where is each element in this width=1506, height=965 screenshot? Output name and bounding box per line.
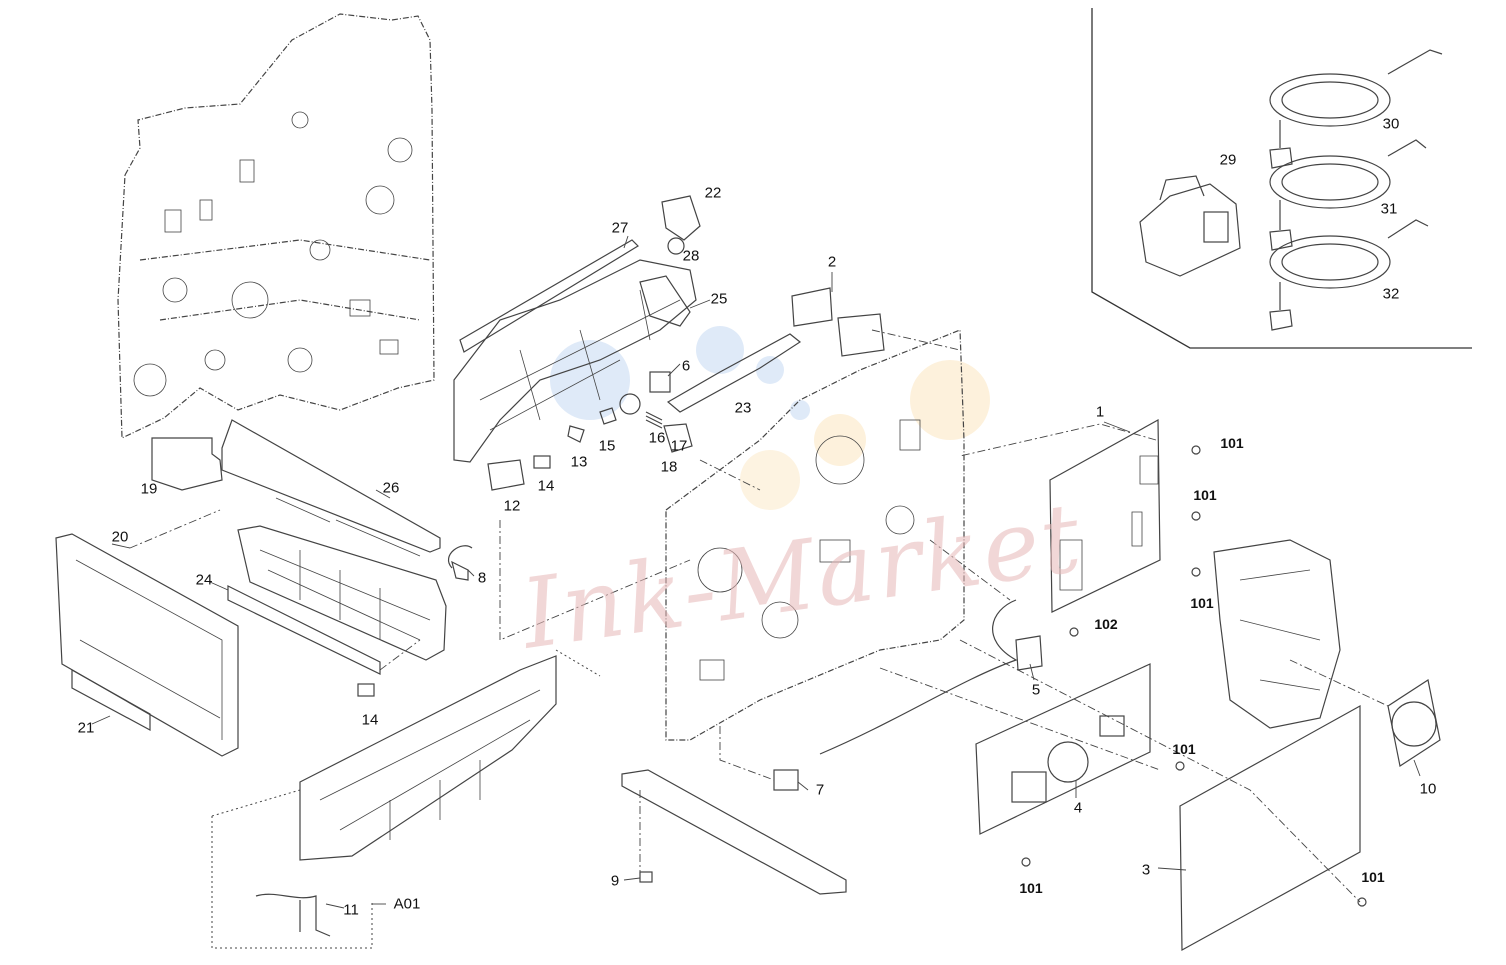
part-25 — [639, 275, 691, 327]
part-label-18: 18 — [660, 458, 678, 476]
part-label-28: 28 — [682, 247, 700, 265]
part-12 — [487, 459, 525, 491]
part-label-13: 13 — [570, 453, 588, 471]
accessory-box — [1091, 8, 1472, 349]
main-frame-detail — [697, 419, 921, 681]
part-label-15: 15 — [598, 437, 616, 455]
part-20-inner — [75, 559, 223, 740]
part-label-101e: 101 — [1019, 880, 1043, 896]
part-label-101c: 101 — [1190, 595, 1214, 611]
part-19 — [151, 437, 223, 491]
part-label-101a: 101 — [1220, 435, 1244, 451]
part-22 — [661, 195, 701, 241]
part-label-32: 32 — [1382, 285, 1400, 303]
number-leaders — [91, 235, 1421, 909]
part-26 — [221, 419, 441, 553]
part-7 — [773, 769, 799, 791]
part-label-5: 5 — [1031, 681, 1041, 699]
main-frame — [665, 329, 965, 741]
part-24-frame — [237, 525, 447, 661]
part-label-27: 27 — [611, 219, 629, 237]
part-label-25: 25 — [710, 290, 728, 308]
part-17 — [645, 411, 663, 429]
part-11 — [255, 893, 331, 937]
screws — [1021, 445, 1367, 907]
part-15 — [599, 407, 617, 425]
part-20 — [55, 533, 239, 757]
part-26-slots — [275, 497, 421, 557]
part-24-detail — [259, 549, 431, 641]
part-label-1: 1 — [1095, 403, 1105, 421]
part-label-11: 11 — [343, 901, 359, 919]
part-label-4: 4 — [1073, 799, 1083, 817]
part-13 — [567, 425, 585, 443]
part-6 — [649, 371, 671, 393]
part-8 — [448, 545, 473, 581]
part-28 — [667, 237, 685, 255]
watermark-dots — [550, 326, 990, 510]
part-label-14b: 14 — [361, 711, 379, 729]
part-9 — [621, 769, 847, 895]
part-14-upper — [533, 455, 551, 469]
part-label-23: 23 — [734, 399, 752, 417]
part-2-holder — [837, 313, 885, 357]
duct-assembly — [1213, 539, 1341, 729]
part-21 — [71, 668, 151, 732]
part-label-101d: 101 — [1172, 741, 1196, 757]
part-label-2: 2 — [827, 253, 837, 271]
drive-assembly — [453, 259, 697, 463]
part-label-8: 8 — [477, 569, 487, 587]
part-label-26: 26 — [382, 479, 400, 497]
rear-frame — [117, 13, 435, 439]
part-label-9: 9 — [610, 872, 620, 890]
part-27 — [459, 239, 639, 353]
part-24 — [227, 585, 381, 675]
part-a01-assembly — [299, 655, 557, 861]
power-cords — [1269, 49, 1443, 331]
part-label-20: 20 — [111, 528, 129, 546]
part-10-fan — [1387, 679, 1441, 767]
part-2 — [791, 287, 833, 327]
part-label-101f: 101 — [1361, 869, 1385, 885]
part-label-29: 29 — [1219, 151, 1237, 169]
part-9-pad — [639, 871, 653, 883]
part-29-bottle — [1139, 175, 1241, 277]
a01-dashed-box — [211, 649, 601, 949]
part-label-22: 22 — [704, 184, 722, 202]
part-label-A01: A01 — [393, 895, 421, 913]
part-label-21: 21 — [77, 719, 95, 737]
part-label-31: 31 — [1380, 200, 1398, 218]
part-label-17: 17 — [670, 437, 688, 455]
part-label-7: 7 — [815, 781, 825, 799]
part-4-pcb — [975, 663, 1151, 835]
part-label-101b: 101 — [1193, 487, 1217, 503]
part-23 — [666, 333, 802, 413]
part-label-10: 10 — [1419, 780, 1437, 798]
part-label-12: 12 — [503, 497, 521, 515]
part-5 — [819, 599, 1043, 755]
part-14-lower — [357, 683, 375, 697]
part-1-pcb — [1049, 418, 1161, 613]
part-label-14a: 14 — [537, 477, 555, 495]
part-3 — [1179, 704, 1361, 952]
part-label-102: 102 — [1094, 616, 1118, 632]
part-label-3: 3 — [1141, 861, 1151, 879]
rear-frame-detail — [133, 111, 413, 397]
part-16 — [619, 393, 641, 415]
part-label-30: 30 — [1382, 115, 1400, 133]
part-label-6: 6 — [681, 357, 691, 375]
part-label-24: 24 — [195, 571, 213, 589]
part-18 — [663, 423, 693, 453]
part-label-19: 19 — [140, 480, 158, 498]
part-label-16: 16 — [648, 429, 666, 447]
leader-lines — [129, 329, 1389, 903]
